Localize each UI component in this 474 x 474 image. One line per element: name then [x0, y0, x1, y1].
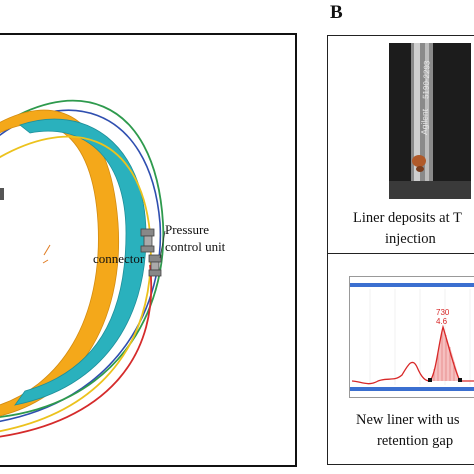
peak-label-top: 730: [436, 308, 450, 317]
teal-column-band: [14, 118, 147, 406]
blue-wire: [0, 109, 162, 422]
new-liner-caption-line1: New liner with us: [356, 412, 460, 428]
top-blue-band: [350, 283, 474, 287]
liner-part-text: 5190-2293: [421, 60, 431, 99]
pressure-leader-line: [159, 230, 166, 259]
new-liner-caption-line2: retention gap: [377, 433, 454, 449]
left-clip: [0, 188, 4, 200]
chromatogram-inset: 730 4.6: [349, 276, 474, 398]
pressure-unit-fitting: [148, 254, 162, 277]
connector-fitting: [140, 228, 155, 253]
liner-brand-text: Agilent: [419, 108, 430, 135]
column-coil-diagram: [0, 99, 166, 438]
pressure-label-line1: Pressure: [165, 222, 210, 237]
pressure-label-line2: control unit: [165, 239, 226, 254]
liner-photo: Agilent 5190-2293: [389, 43, 471, 199]
panel-b-label: B: [330, 2, 343, 23]
bottom-blue-band: [350, 387, 474, 391]
red-wire: [0, 264, 153, 438]
panel-b-frame: [327, 35, 474, 465]
panel-b-divider: [327, 253, 474, 254]
panel-a-frame: [0, 33, 297, 467]
liner-caption-line2: injection: [385, 231, 436, 247]
green-wire: [0, 99, 165, 418]
peak-label-bottom: 4.6: [436, 317, 448, 326]
liner-caption-line1: Liner deposits at T: [353, 210, 462, 226]
connector-label: connector: [93, 251, 145, 266]
chromatogram-trace: [351, 324, 474, 385]
peak-fill: [430, 327, 460, 381]
